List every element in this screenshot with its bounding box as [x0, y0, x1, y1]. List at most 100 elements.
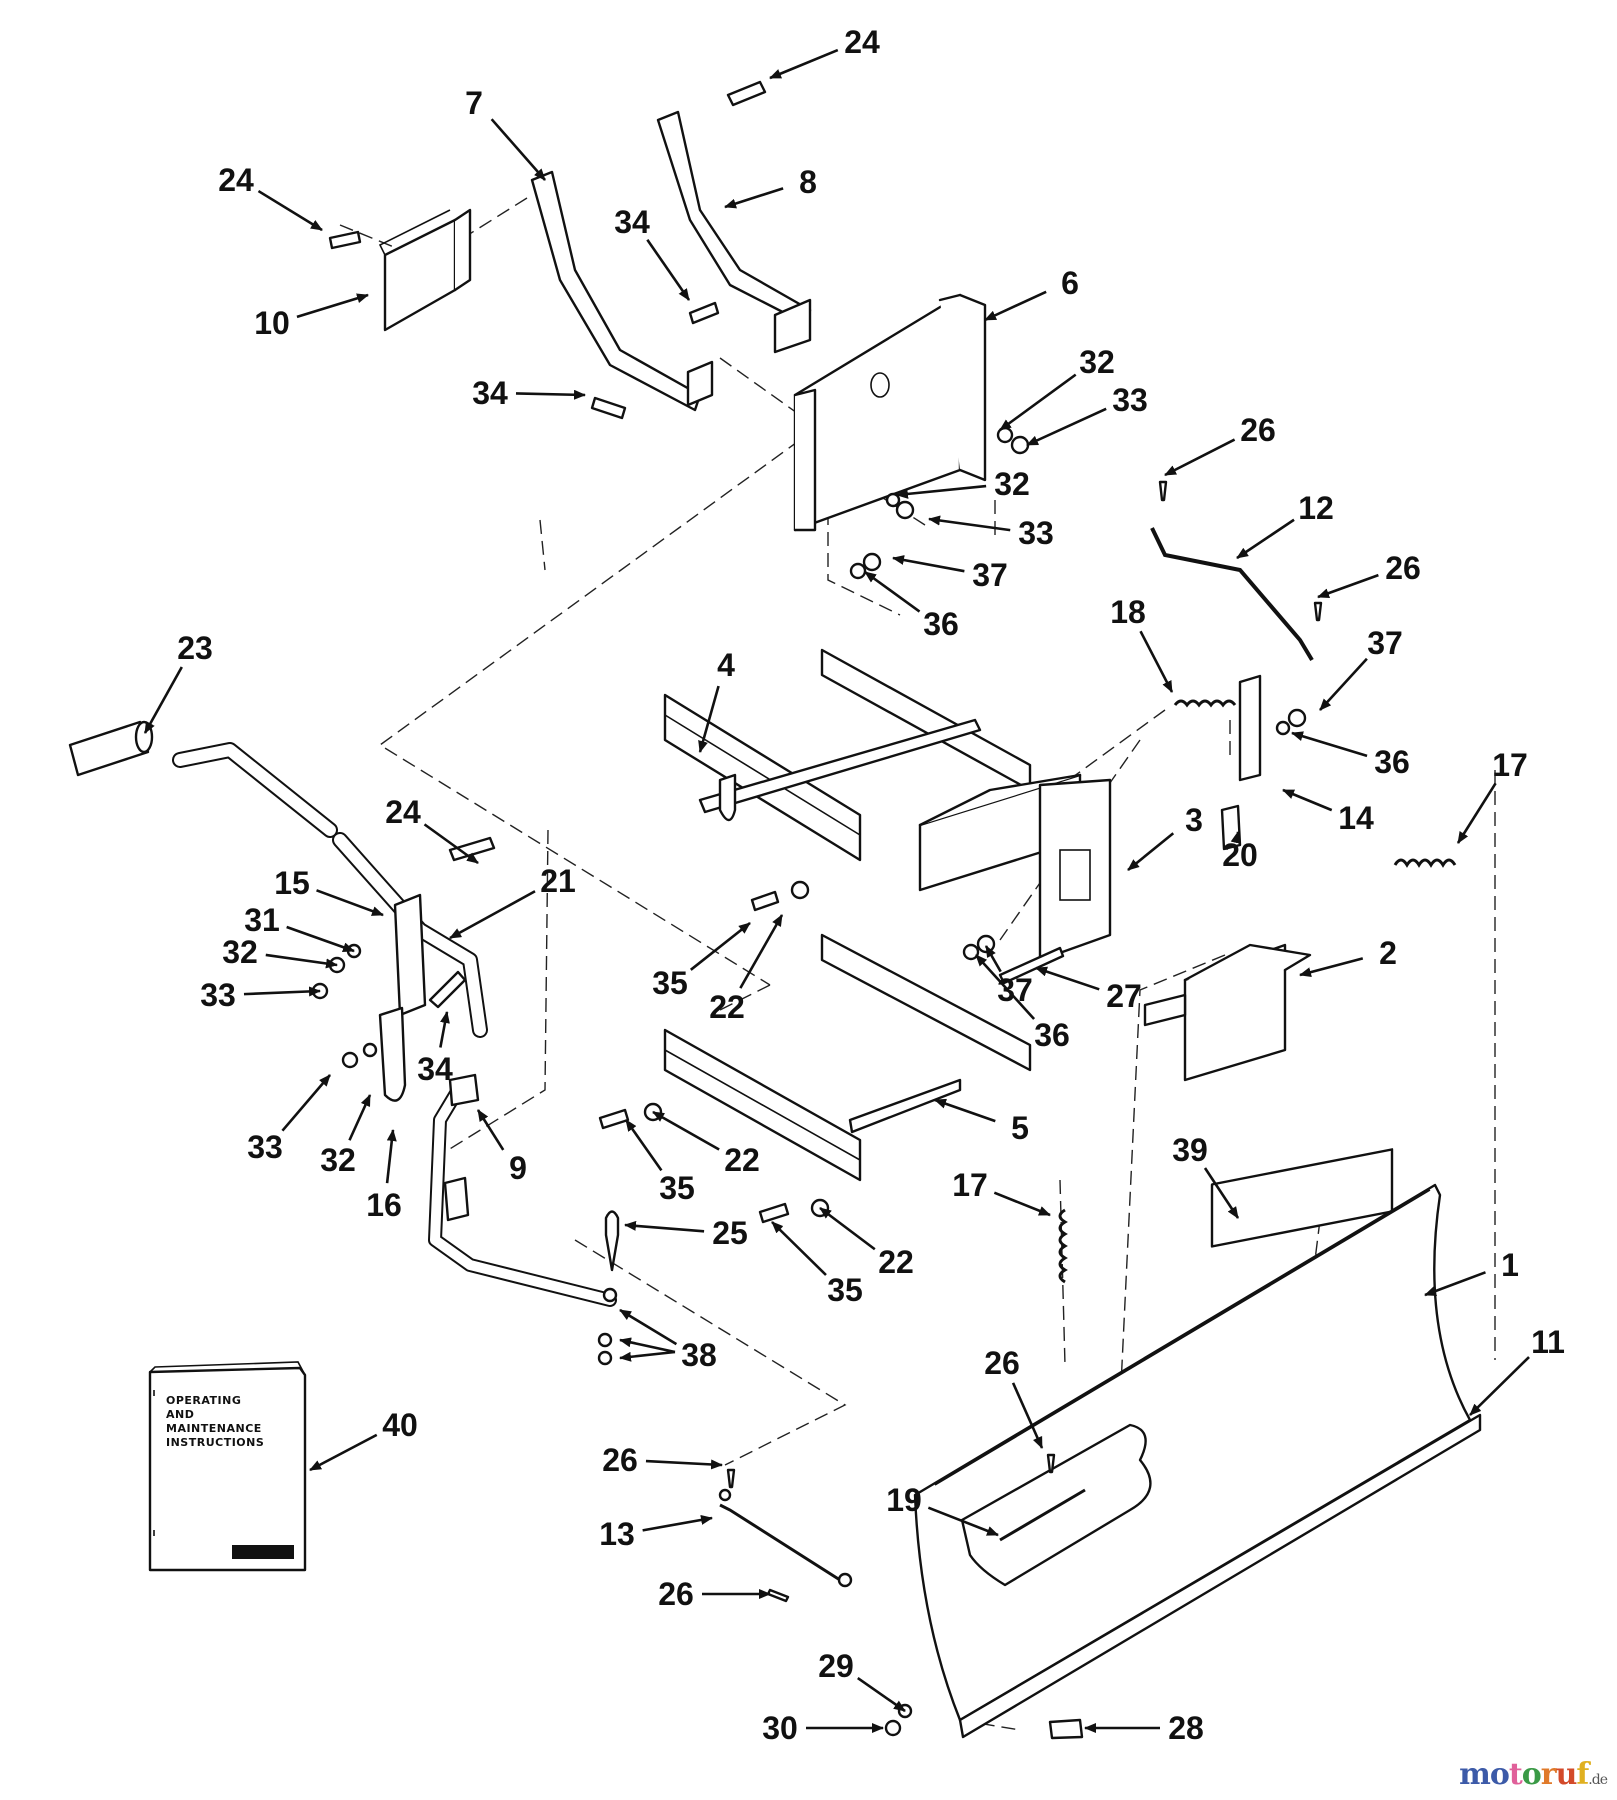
- callout-number: 23: [177, 630, 213, 666]
- callout-15: 15: [274, 865, 384, 917]
- part-18-spring: [1173, 699, 1237, 708]
- callout-number: 4: [717, 647, 735, 683]
- callout-leader-arrow: [864, 570, 921, 613]
- callout-34: 34: [417, 1011, 453, 1087]
- callout-leader-arrow: [619, 1308, 678, 1346]
- callout-number: 14: [1338, 800, 1374, 836]
- part-3-receiver: [918, 773, 1112, 962]
- callout-leader-arrow: [645, 1459, 723, 1470]
- callout-leader-arrow: [999, 373, 1077, 432]
- callout-17: 17: [952, 1167, 1051, 1217]
- callout-32: 32: [999, 344, 1115, 432]
- callout-number: 26: [658, 1576, 694, 1612]
- callout-number: 29: [818, 1648, 854, 1684]
- callout-number: 5: [1011, 1110, 1029, 1146]
- callout-6: 6: [984, 265, 1079, 322]
- watermark-letter: u: [1555, 1757, 1578, 1792]
- callout-leader-arrow: [316, 889, 384, 917]
- callout-number: 32: [1079, 344, 1115, 380]
- callout-number: 1: [1501, 1247, 1519, 1283]
- callout-leader-arrow: [296, 293, 369, 319]
- callout-leader-arrow: [619, 1337, 676, 1354]
- callout-1: 1: [1424, 1247, 1519, 1297]
- callout-number: 25: [712, 1215, 748, 1251]
- callout-number: 40: [382, 1407, 418, 1443]
- callout-number: 22: [709, 989, 745, 1025]
- callout-number: 35: [652, 965, 688, 1001]
- callout-number: 33: [1018, 515, 1054, 551]
- callout-number: 19: [886, 1482, 922, 1518]
- part-12-link-rod: [1150, 527, 1314, 662]
- callout-number: 32: [320, 1142, 356, 1178]
- part-2-bracket: [1143, 943, 1312, 1082]
- callout-number: 35: [659, 1170, 695, 1206]
- callout-3: 3: [1127, 802, 1203, 872]
- callout-number: 22: [724, 1142, 760, 1178]
- callout-leader-arrow: [642, 1515, 713, 1532]
- callout-39: 39: [1172, 1132, 1240, 1219]
- callout-19: 19: [886, 1482, 999, 1537]
- callout-22: 22: [819, 1206, 914, 1280]
- callout-leader-arrow: [984, 290, 1047, 322]
- callout-number: 24: [218, 162, 254, 198]
- callout-number: 33: [200, 977, 236, 1013]
- callout-number: 8: [799, 164, 817, 200]
- callout-leader-arrow: [143, 666, 183, 734]
- callout-leader-arrow: [984, 945, 1002, 973]
- watermark-tld: .de: [1588, 1772, 1608, 1788]
- callout-13: 13: [599, 1515, 713, 1552]
- watermark-letter: t: [1508, 1757, 1523, 1792]
- callout-24: 24: [218, 162, 323, 232]
- callout-35: 35: [652, 921, 751, 1001]
- callout-12: 12: [1236, 490, 1334, 560]
- callout-26: 26: [1317, 550, 1421, 599]
- part-25-clevis: [604, 1210, 620, 1272]
- callout-number: 18: [1110, 594, 1146, 630]
- callout-leader-arrow: [476, 1109, 505, 1151]
- callout-leader-arrow: [1139, 630, 1174, 693]
- watermark-letter: o: [1489, 1757, 1510, 1792]
- callout-number: 26: [602, 1442, 638, 1478]
- callout-29: 29: [818, 1648, 906, 1713]
- callout-40: 40: [309, 1407, 418, 1472]
- callout-38: 38: [619, 1308, 717, 1373]
- callout-36: 36: [975, 954, 1070, 1053]
- part-shapes: [68, 80, 1482, 1740]
- part-14-plate: [1238, 674, 1262, 782]
- callout-24: 24: [769, 24, 880, 80]
- callout-30: 30: [762, 1710, 884, 1746]
- callout-26: 26: [984, 1345, 1044, 1449]
- callout-16: 16: [366, 1129, 402, 1223]
- callout-leader-arrow: [1317, 573, 1379, 599]
- callout-number: 22: [878, 1244, 914, 1280]
- callout-leader-arrow: [724, 187, 784, 209]
- part-8-strut: [656, 110, 812, 327]
- callout-leader-arrow: [1035, 966, 1100, 991]
- callout-36: 36: [1291, 731, 1410, 780]
- callout-leader-arrow: [771, 1221, 827, 1276]
- callout-number: 38: [681, 1337, 717, 1373]
- callout-leader-arrow: [1469, 1356, 1530, 1416]
- callout-leader-arrow: [1026, 407, 1107, 447]
- callout-17: 17: [1456, 747, 1528, 844]
- callout-number: 34: [614, 204, 650, 240]
- callout-32: 32: [222, 934, 338, 970]
- callout-number: 32: [994, 466, 1030, 502]
- callout-number: 35: [827, 1272, 863, 1308]
- callout-33: 33: [928, 515, 1054, 551]
- callout-number: 33: [247, 1129, 283, 1165]
- callout-number: 26: [984, 1345, 1020, 1381]
- callout-leader-arrow: [1299, 957, 1364, 978]
- callout-number: 37: [972, 557, 1008, 593]
- part-11-cutting-edge: [958, 1413, 1482, 1739]
- callout-leader-arrow: [1424, 1271, 1486, 1297]
- callout-22: 22: [652, 1110, 760, 1178]
- callout-leader-arrow: [619, 1350, 676, 1362]
- callout-37: 37: [1319, 625, 1403, 711]
- part-5-frame: [663, 933, 1032, 1182]
- callout-33: 33: [247, 1074, 331, 1165]
- callout-number: 6: [1061, 265, 1079, 301]
- watermark-letter: f: [1576, 1757, 1589, 1792]
- callout-leader-arrow: [1203, 1167, 1240, 1219]
